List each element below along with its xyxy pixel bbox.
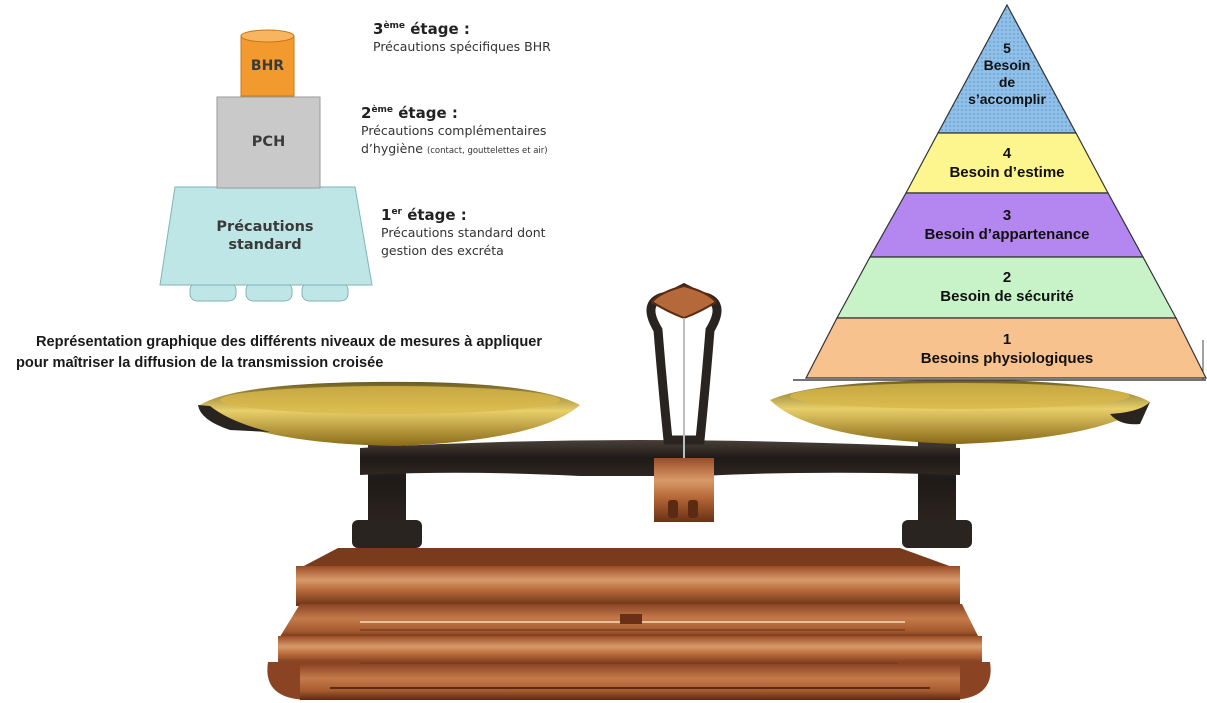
pyramid-tier-3-label: 3 Besoin d’appartenance xyxy=(877,206,1137,244)
tier-5-line-3: s’accomplir xyxy=(968,91,1046,107)
caption-line-1: Représentation graphique des différents … xyxy=(36,334,543,350)
standard-label: Précautions standard xyxy=(216,219,314,254)
scale-indicator xyxy=(646,282,722,522)
pyramid-tier-1-label: 1 Besoins physiologiques xyxy=(877,330,1137,368)
bhr-block xyxy=(240,35,295,97)
pyramid-tier-4-label: 4 Besoin d’estime xyxy=(907,144,1107,182)
level-2-description: 2ème étage : Précautions complémentaires… xyxy=(361,104,661,158)
diagram-caption: Représentation graphique des différents … xyxy=(16,332,628,374)
scale-base xyxy=(267,548,991,700)
tier-3-text: Besoin d’appartenance xyxy=(924,226,1090,243)
tier-2-number: 2 xyxy=(1002,269,1012,286)
pyramid-tier-1 xyxy=(805,317,1207,379)
pyramid-tier-2-label: 2 Besoin de sécurité xyxy=(877,268,1137,306)
level-1-text-line2: gestion des excréta xyxy=(381,243,504,259)
level-2-title: 2ème étage : xyxy=(361,104,458,122)
left-pan xyxy=(198,381,580,548)
tier-5-line-1: Besoin xyxy=(983,57,1031,73)
pyramid-tier-5-label: 5 Besoin de s’accomplir xyxy=(957,40,1057,108)
level-3-title: 3ème étage : xyxy=(373,20,470,38)
level-3-description: 3ème étage : Précautions spécifiques BHR xyxy=(373,20,663,56)
caption-line-2: pour maîtriser la diffusion de la transm… xyxy=(16,355,384,371)
tier-4-text: Besoin d’estime xyxy=(949,164,1065,181)
pch-block xyxy=(216,96,321,189)
level-1-title: 1er étage : xyxy=(381,206,467,224)
level-1-description: 1er étage : Précautions standard dont ge… xyxy=(381,206,661,260)
tier-4-number: 4 xyxy=(1002,145,1012,162)
tier-3-number: 3 xyxy=(1002,207,1012,224)
tier-1-number: 1 xyxy=(1002,331,1012,348)
pch-label: PCH xyxy=(251,134,286,150)
bhr-label: BHR xyxy=(250,58,285,74)
tier-5-line-2: de xyxy=(998,74,1016,90)
level-2-text-line1: Précautions complémentaires xyxy=(361,123,547,138)
level-1-text-line1: Précautions standard dont xyxy=(381,225,546,240)
tier-1-text: Besoins physiologiques xyxy=(920,350,1094,367)
level-3-text: Précautions spécifiques BHR xyxy=(373,39,551,54)
tier-5-number: 5 xyxy=(1003,40,1011,56)
right-pan xyxy=(770,379,1150,548)
tier-2-text: Besoin de sécurité xyxy=(940,288,1074,305)
level-2-text-line2: d’hygiène (contact, gouttelettes et air) xyxy=(361,141,548,157)
